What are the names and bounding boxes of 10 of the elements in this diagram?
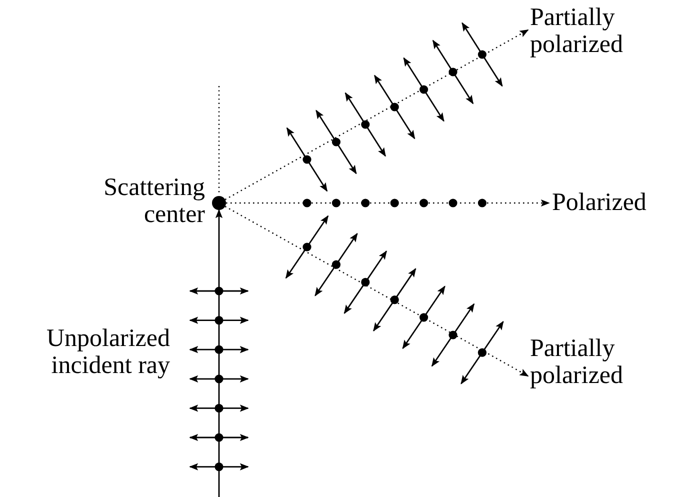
ray-label: Partially polarized: [530, 4, 680, 58]
ray-label: Polarized: [552, 189, 685, 216]
ray-arrow: [226, 199, 550, 207]
ray-arrow: [224, 29, 529, 200]
ray-label: Partially polarized: [530, 335, 680, 389]
ray-arrow: [224, 206, 529, 377]
scattering-center-dot: [212, 196, 226, 210]
ray-arrow: [215, 209, 223, 497]
scattering-center-label: Scattering center: [102, 174, 205, 228]
incident-ray-label: Unpolarized incident ray: [45, 325, 170, 379]
